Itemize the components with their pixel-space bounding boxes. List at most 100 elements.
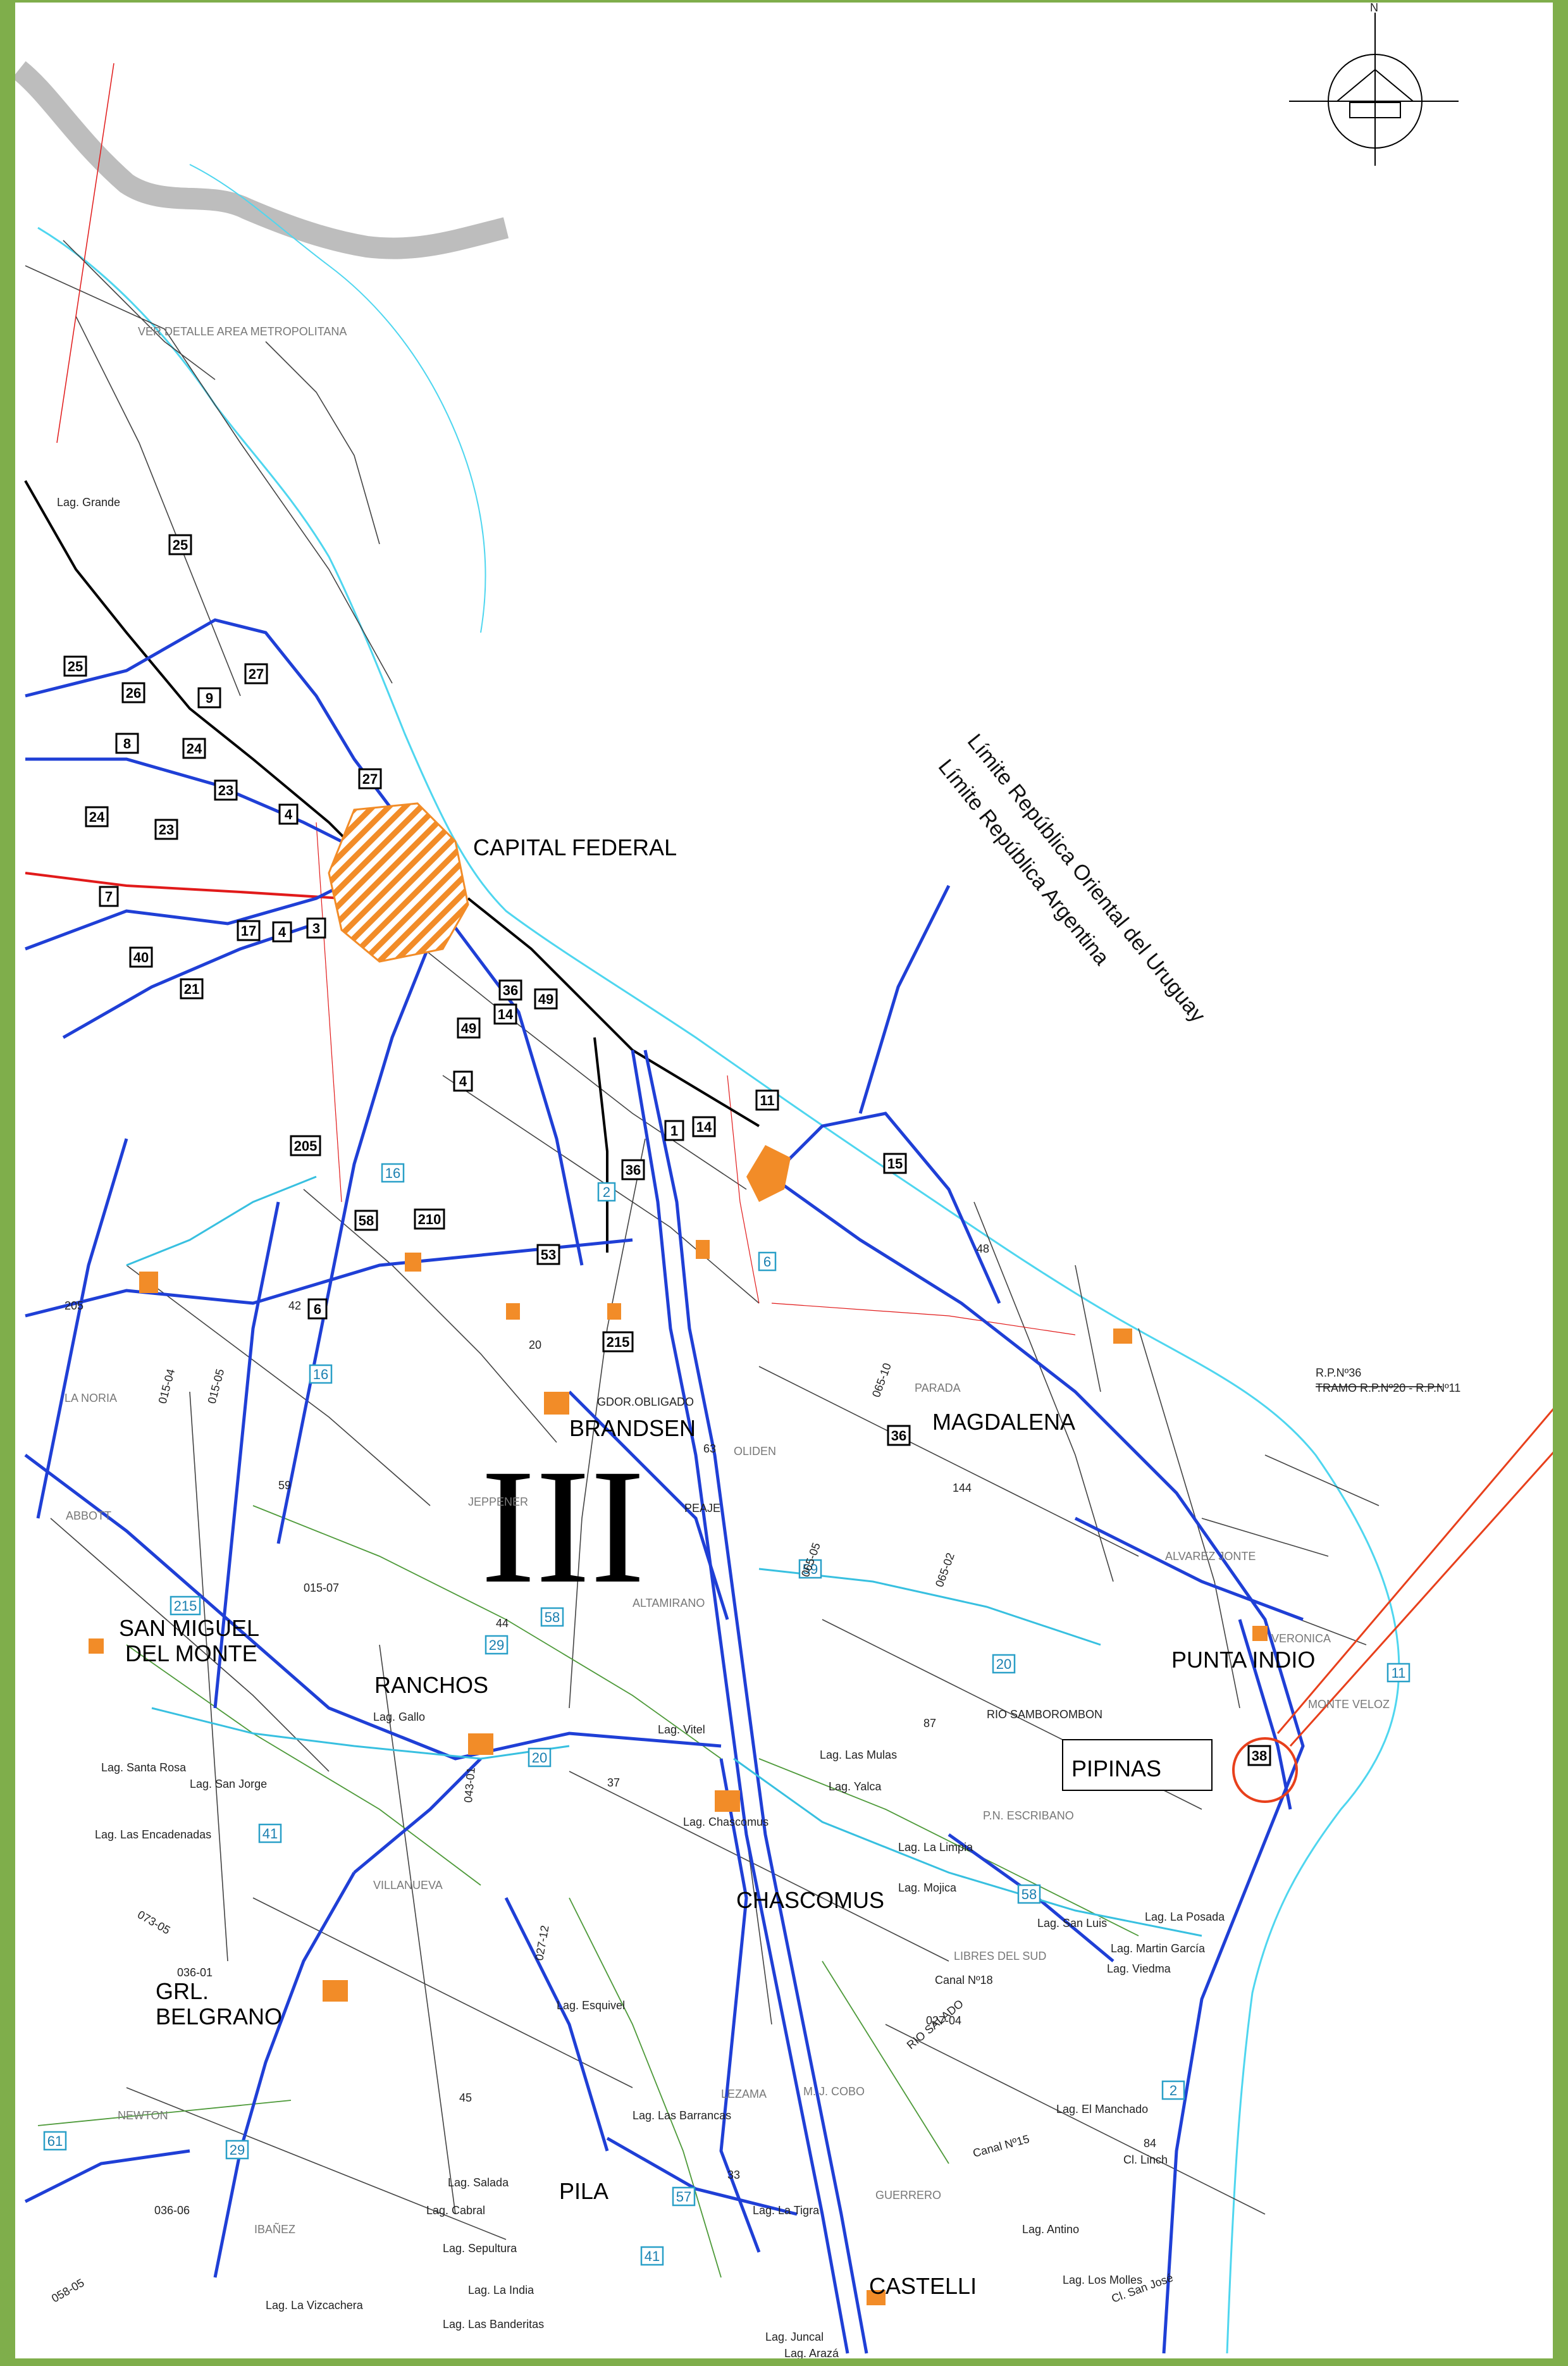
lagoon-label: Lag. La Posada [1145, 1911, 1225, 1923]
red-lines [25, 63, 1076, 1335]
coastline-inner [189, 164, 486, 633]
lagoon-label: Lag. Viedma [1107, 1962, 1171, 1975]
route-number: 58 [545, 1609, 560, 1625]
route-number: 41 [262, 1826, 278, 1842]
lagoon-label: Lag. Las Banderitas [443, 2318, 544, 2331]
route-number: 20 [996, 1656, 1011, 1672]
map-label: 87 [923, 1717, 936, 1730]
rp36-label: R.P.Nº36 [1316, 1366, 1361, 1379]
lagoon-labels: Lag. Grande Lag. Las Mulas Lag. Yalca La… [57, 496, 1225, 2358]
route-number: 20 [532, 1750, 547, 1766]
route-number: 36 [626, 1162, 641, 1178]
route-number: 7 [105, 889, 113, 905]
map-label: Canal Nº15 [972, 2133, 1031, 2160]
lagoon-label: Lag. Los Molles [1063, 2274, 1142, 2286]
route-number: 8 [123, 736, 131, 752]
region-number: III [481, 1435, 645, 1618]
route-number: 4 [285, 807, 293, 822]
map-label: 027-12 [533, 1924, 551, 1962]
map-label: 205 [65, 1299, 83, 1312]
town-brandsen: BRANDSEN [569, 1415, 696, 1441]
route-number: 11 [760, 1093, 774, 1108]
lagoon-label: Lag. El Manchado [1056, 2103, 1148, 2115]
route-number: 36 [503, 982, 518, 998]
place-oliden: OLIDEN [734, 1445, 776, 1458]
route-number: 6 [314, 1301, 321, 1317]
map-label: 84 [1144, 2137, 1156, 2150]
route-number: 1 [670, 1123, 678, 1139]
route-number: 4 [459, 1074, 467, 1089]
border-label-uruguay: Límite República Oriental del Uruguay [963, 729, 1210, 1027]
route-number: 25 [173, 537, 188, 553]
map-label: 20 [529, 1339, 541, 1351]
route-number: 17 [241, 923, 256, 939]
map-label: IBAÑEZ [254, 2222, 295, 2236]
coastline [37, 226, 1400, 2354]
route-number: 53 [541, 1247, 556, 1263]
lagoon-label: Lag. Juncal [765, 2331, 824, 2343]
north-label: N [1370, 3, 1378, 14]
map-label: 036-01 [177, 1966, 213, 1979]
town-chascomus: CHASCOMUS [736, 1887, 884, 1913]
route-number: 41 [645, 2248, 660, 2264]
place-lezama: LEZAMA [721, 2088, 767, 2100]
route-number: 57 [676, 2189, 691, 2205]
map-label: M. J. COBO [803, 2085, 865, 2098]
national-route-shields: 25 25 27 9 26 8 24 23 24 23 4 27 7 40 17… [63, 534, 1271, 1766]
detail-label: VER DETALLE AREA METROPOLITANA [138, 325, 347, 338]
route-number: 23 [218, 783, 233, 798]
place-jeppener: JEPPENER [468, 1496, 528, 1508]
lagoon-label: Lag. Arazá [784, 2347, 839, 2358]
route-number: 215 [174, 1598, 197, 1614]
lagoon-label: Lag. Esquivel [557, 1999, 625, 2012]
route-number: 4 [278, 924, 287, 940]
lagoon-label: Lag. Antino [1022, 2223, 1079, 2236]
map-label: GUERRERO [875, 2189, 941, 2202]
lagoon-label: Lag. La Tigra [753, 2204, 820, 2217]
route-number: 61 [47, 2133, 63, 2149]
capital-federal-area [328, 802, 469, 963]
map-label: 065-02 [933, 1551, 957, 1589]
provincial-route-shields: 2 6 16 16 215 58 29 20 41 57 41 58 59 20… [43, 1163, 1411, 2266]
map-label: 058-05 [49, 2276, 87, 2305]
route-number: 27 [362, 771, 378, 787]
town-markers [89, 1145, 1268, 2305]
route-number: 49 [538, 991, 553, 1007]
lagoon-label: Lag. Cabral [426, 2204, 485, 2217]
town-belgrano: BELGRANO [156, 2004, 282, 2029]
route-number: 58 [359, 1213, 374, 1229]
map-label: ABBOTT [66, 1509, 111, 1522]
lagoon-label: Lag. San Luis [1037, 1917, 1107, 1929]
north-arrow [1289, 13, 1459, 166]
pipinas-label: PIPINAS [1071, 1756, 1161, 1781]
map-label: 144 [953, 1482, 972, 1494]
map-label: 44 [496, 1617, 509, 1630]
map-label: 015-04 [156, 1368, 178, 1405]
lagoon-label: Lag. Las Mulas [820, 1749, 897, 1761]
map-label: LIBRES DEL SUD [954, 1950, 1046, 1962]
road-map: N III CAPITAL FEDERAL Límite República O… [15, 3, 1553, 2358]
route-number: 210 [418, 1211, 441, 1227]
place-veronica: VERONICA [1271, 1632, 1331, 1645]
map-label: MONTE VELOZ [1308, 1698, 1390, 1711]
minor-roads [25, 240, 1380, 2240]
lagoon-label: Lag. Yalca [829, 1780, 882, 1793]
lagoon-label: Lag. Martin García [1111, 1942, 1206, 1955]
map-label: Cl. Linch [1123, 2153, 1168, 2166]
pointer-lines [1276, 1408, 1553, 1747]
route-number: 9 [206, 690, 213, 706]
route-number: 16 [385, 1165, 400, 1181]
map-label: 33 [727, 2169, 740, 2181]
peaje-label: PEAJE [684, 1502, 720, 1514]
lagoon-label: Lag. Gallo [373, 1711, 425, 1723]
route-number: 59 [803, 1561, 818, 1577]
map-label: 59 [278, 1479, 291, 1492]
route-number: 38 [1252, 1748, 1267, 1764]
route-number: 3 [312, 920, 320, 936]
place-villanueva: VILLANUEVA [373, 1879, 443, 1892]
capital-label: CAPITAL FEDERAL [473, 834, 677, 860]
map-label: Canal Nº18 [935, 1974, 993, 1986]
route-number: 40 [133, 950, 149, 965]
lagoon-label: Lag. La Vizcachera [266, 2299, 364, 2312]
